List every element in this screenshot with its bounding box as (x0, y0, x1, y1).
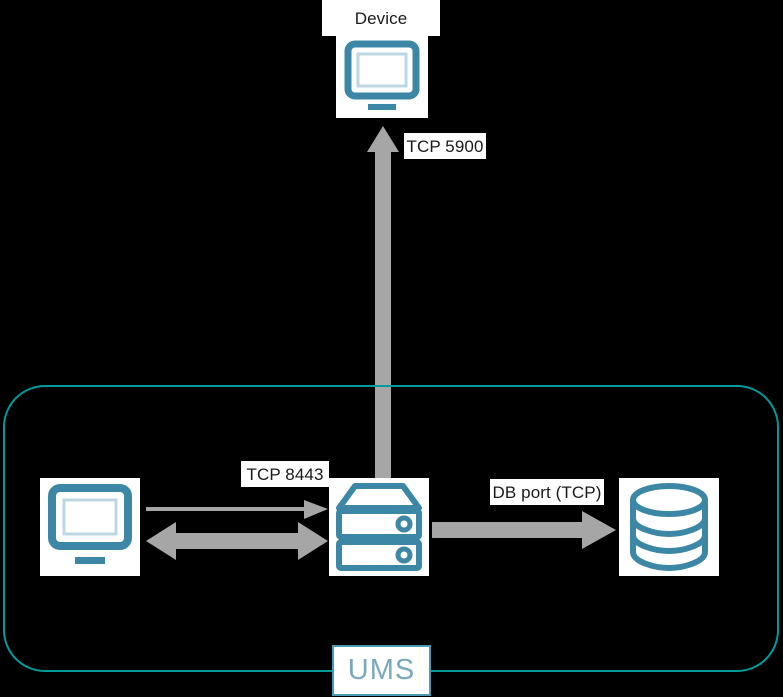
ums-badge: UMS (332, 645, 431, 696)
arrow-client-to-server-thin (146, 500, 328, 519)
database-icon (630, 483, 708, 572)
database-icon-plate (619, 478, 719, 576)
device-label: Device (354, 8, 408, 28)
device-label-chip: Device (322, 0, 440, 36)
arrow-client-to-server-bidirectional[interactable] (146, 520, 328, 564)
ums-badge-label: UMS (347, 654, 416, 686)
arrow-server-to-database (432, 511, 616, 549)
monitor-icon (48, 484, 132, 564)
server-icon-plate (329, 478, 429, 576)
monitor-icon (344, 40, 420, 110)
db-port-label: DB port (TCP) (492, 482, 602, 502)
tcp-8443-label-chip: TCP 8443 (241, 461, 329, 487)
tcp-5900-label: TCP 5900 (406, 136, 484, 156)
tcp-5900-label-chip: TCP 5900 (404, 133, 486, 159)
db-port-label-chip: DB port (TCP) (490, 479, 604, 505)
arrow-device-to-server (367, 126, 399, 480)
device-icon-plate (336, 36, 428, 118)
client-icon-plate (40, 478, 140, 576)
server-icon (336, 483, 422, 571)
tcp-8443-label: TCP 8443 (246, 464, 324, 484)
